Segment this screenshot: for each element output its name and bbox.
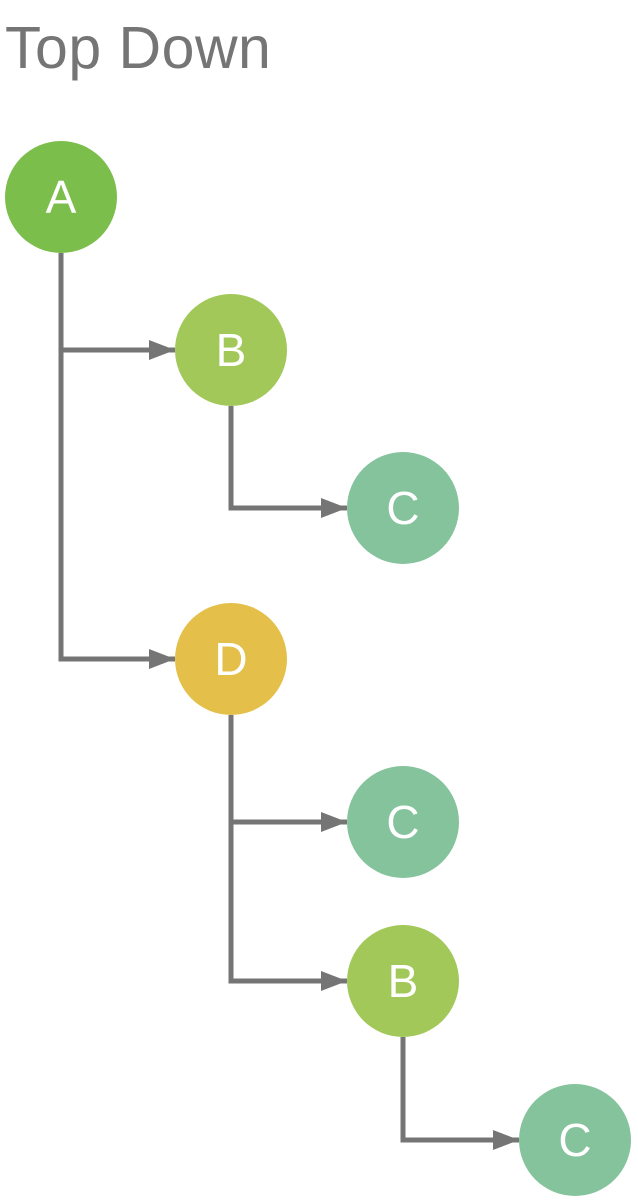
node-A[interactable]: A [5, 141, 117, 253]
node-layer: A B C D C B [5, 141, 631, 1196]
node-A-circle[interactable] [5, 141, 117, 253]
edge-d-to-b2 [228, 715, 347, 991]
node-B1-circle[interactable] [175, 294, 287, 406]
node-C2-circle[interactable] [347, 766, 459, 878]
edge-b2-to-c3 [400, 1037, 519, 1150]
node-C1[interactable]: C [347, 452, 459, 564]
node-B2-circle[interactable] [347, 925, 459, 1037]
node-B2-label: B [388, 955, 419, 1007]
node-C1-label: C [386, 482, 419, 534]
node-B2[interactable]: B [347, 925, 459, 1037]
page-title: Top Down [5, 15, 272, 81]
node-C3-circle[interactable] [519, 1084, 631, 1196]
edge-b1-to-c1 [228, 406, 347, 518]
edge-layer [58, 253, 519, 1150]
node-C3-label: C [558, 1114, 591, 1166]
edge-a-to-b1 [58, 253, 175, 360]
edge-a-to-d [58, 253, 175, 669]
edge-d-to-c2 [228, 715, 347, 832]
node-C2-label: C [386, 796, 419, 848]
node-C1-circle[interactable] [347, 452, 459, 564]
node-D-label: D [214, 633, 247, 685]
node-D-circle[interactable] [175, 603, 287, 715]
node-B1[interactable]: B [175, 294, 287, 406]
node-B1-label: B [216, 324, 247, 376]
node-D[interactable]: D [175, 603, 287, 715]
node-C3[interactable]: C [519, 1084, 631, 1196]
node-A-label: A [46, 171, 77, 223]
node-C2[interactable]: C [347, 766, 459, 878]
